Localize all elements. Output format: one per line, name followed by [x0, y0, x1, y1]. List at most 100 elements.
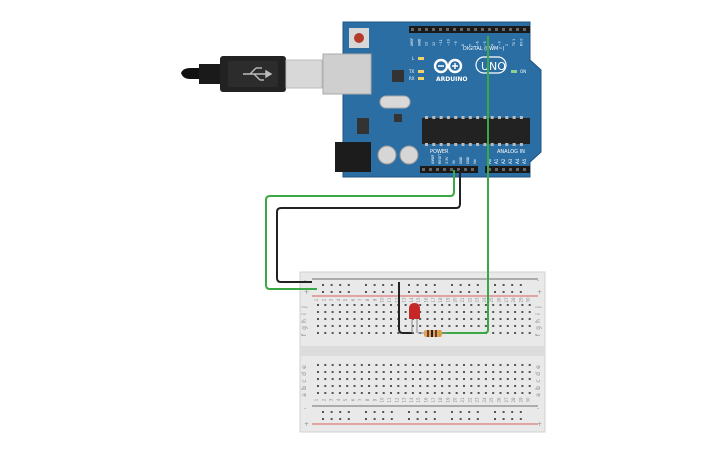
- rail-hole[interactable]: [511, 418, 514, 420]
- header-pin[interactable]: [429, 168, 432, 171]
- breadboard-hole[interactable]: [317, 371, 319, 373]
- breadboard-hole[interactable]: [455, 318, 458, 320]
- rail-hole[interactable]: [511, 284, 514, 286]
- breadboard-hole[interactable]: [346, 371, 349, 373]
- breadboard-hole[interactable]: [441, 304, 444, 306]
- header-pin[interactable]: [495, 28, 498, 31]
- breadboard-hole[interactable]: [404, 392, 407, 394]
- breadboard-hole[interactable]: [499, 318, 502, 320]
- breadboard-hole[interactable]: [492, 325, 495, 327]
- breadboard-hole[interactable]: [404, 378, 407, 380]
- header-pin[interactable]: [523, 168, 526, 171]
- breadboard-hole[interactable]: [338, 318, 341, 320]
- breadboard-hole[interactable]: [346, 392, 349, 394]
- rail-hole[interactable]: [519, 411, 522, 413]
- breadboard-hole[interactable]: [441, 378, 444, 380]
- header-pin[interactable]: [439, 28, 442, 31]
- header-pin[interactable]: [446, 28, 449, 31]
- breadboard-hole[interactable]: [484, 371, 487, 373]
- breadboard-hole[interactable]: [346, 325, 349, 327]
- breadboard-hole[interactable]: [317, 378, 319, 380]
- header-pin[interactable]: [471, 168, 474, 171]
- breadboard-hole[interactable]: [470, 392, 473, 394]
- breadboard-hole[interactable]: [477, 325, 480, 327]
- breadboard-hole[interactable]: [390, 385, 392, 387]
- breadboard-hole[interactable]: [506, 318, 509, 320]
- breadboard-hole[interactable]: [426, 378, 429, 380]
- breadboard-hole[interactable]: [346, 311, 349, 313]
- breadboard-hole[interactable]: [426, 371, 429, 373]
- breadboard-hole[interactable]: [317, 392, 319, 394]
- breadboard-hole[interactable]: [455, 392, 458, 394]
- breadboard-hole[interactable]: [521, 385, 524, 387]
- breadboard-hole[interactable]: [484, 325, 487, 327]
- resistor[interactable]: [418, 330, 447, 337]
- breadboard-hole[interactable]: [433, 325, 436, 327]
- header-pin[interactable]: [425, 28, 428, 31]
- rail-hole[interactable]: [339, 291, 342, 293]
- breadboard-hole[interactable]: [521, 304, 524, 306]
- rail-hole[interactable]: [408, 418, 410, 420]
- breadboard-hole[interactable]: [331, 385, 334, 387]
- breadboard-hole[interactable]: [433, 371, 436, 373]
- header-pin[interactable]: [516, 28, 519, 31]
- breadboard-hole[interactable]: [433, 378, 436, 380]
- breadboard-hole[interactable]: [338, 371, 341, 373]
- breadboard-hole[interactable]: [317, 364, 319, 366]
- wire-pin4-to-resistor[interactable]: [440, 36, 489, 334]
- breadboard-hole[interactable]: [477, 371, 480, 373]
- breadboard-hole[interactable]: [463, 371, 465, 373]
- breadboard-hole[interactable]: [426, 325, 429, 327]
- breadboard-hole[interactable]: [382, 332, 385, 334]
- breadboard-hole[interactable]: [390, 325, 392, 327]
- breadboard-hole[interactable]: [411, 364, 414, 366]
- header-pin[interactable]: [460, 28, 463, 31]
- breadboard-hole[interactable]: [382, 364, 385, 366]
- rail-hole[interactable]: [339, 284, 342, 286]
- breadboard-hole[interactable]: [433, 311, 436, 313]
- breadboard-hole[interactable]: [426, 385, 429, 387]
- rail-hole[interactable]: [373, 418, 376, 420]
- rail-hole[interactable]: [476, 418, 479, 420]
- rail-hole[interactable]: [416, 284, 419, 286]
- header-pin[interactable]: [432, 28, 435, 31]
- rail-hole[interactable]: [468, 418, 471, 420]
- breadboard-hole[interactable]: [360, 385, 363, 387]
- breadboard-hole[interactable]: [346, 318, 349, 320]
- header-pin[interactable]: [509, 168, 512, 171]
- breadboard-hole[interactable]: [382, 318, 385, 320]
- breadboard-hole[interactable]: [375, 378, 378, 380]
- breadboard-hole[interactable]: [338, 364, 341, 366]
- breadboard-hole[interactable]: [528, 325, 531, 327]
- breadboard-hole[interactable]: [426, 304, 429, 306]
- header-pin[interactable]: [502, 168, 505, 171]
- breadboard-hole[interactable]: [506, 385, 509, 387]
- rail-hole[interactable]: [322, 291, 324, 293]
- rail-hole[interactable]: [459, 291, 462, 293]
- breadboard-hole[interactable]: [360, 318, 363, 320]
- rail-hole[interactable]: [390, 291, 393, 293]
- rail-hole[interactable]: [416, 291, 419, 293]
- rail-hole[interactable]: [433, 291, 436, 293]
- analog-pin-header[interactable]: [485, 166, 530, 173]
- rail-hole[interactable]: [330, 418, 333, 420]
- breadboard-hole[interactable]: [324, 304, 327, 306]
- breadboard-hole[interactable]: [353, 378, 356, 380]
- header-pin[interactable]: [516, 168, 519, 171]
- breadboard-hole[interactable]: [404, 304, 407, 306]
- breadboard-hole[interactable]: [353, 318, 356, 320]
- rail-hole[interactable]: [468, 284, 471, 286]
- breadboard-hole[interactable]: [506, 332, 509, 334]
- breadboard-hole[interactable]: [477, 304, 480, 306]
- breadboard-hole[interactable]: [528, 332, 531, 334]
- breadboard-hole[interactable]: [360, 311, 363, 313]
- rail-hole[interactable]: [382, 411, 385, 413]
- rail-hole[interactable]: [502, 411, 505, 413]
- header-pin[interactable]: [523, 28, 526, 31]
- breadboard-hole[interactable]: [514, 311, 517, 313]
- breadboard-hole[interactable]: [411, 378, 414, 380]
- breadboard-hole[interactable]: [353, 311, 356, 313]
- wire-gnd-to-rail[interactable]: [276, 170, 461, 283]
- breadboard-hole[interactable]: [433, 364, 436, 366]
- rail-hole[interactable]: [476, 291, 479, 293]
